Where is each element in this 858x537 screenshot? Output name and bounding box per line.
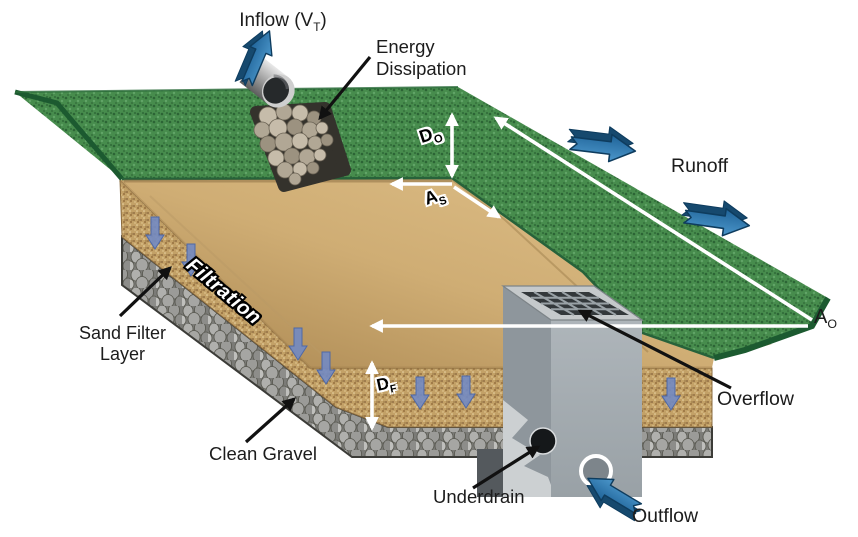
clean-gravel-leader-arrow bbox=[244, 397, 297, 444]
area-ao-label: AO bbox=[814, 306, 837, 331]
grass-surface bbox=[14, 86, 831, 361]
outflow-label: Outflow bbox=[632, 505, 699, 527]
clean-gravel-label: Clean Gravel bbox=[209, 443, 317, 464]
overflow-grate-icon bbox=[521, 291, 629, 316]
underdrain-leader-arrow bbox=[472, 445, 541, 490]
underdrain-label: Underdrain bbox=[433, 486, 525, 507]
leader-arrows bbox=[118, 55, 732, 490]
inflow-label: Inflow (VT) bbox=[239, 10, 327, 34]
ao-slope-arrow bbox=[493, 116, 813, 322]
energy-dissipation-label: Energy Dissipation bbox=[376, 36, 467, 79]
grass-left-edge bbox=[14, 89, 124, 181]
overflow-leader-arrow bbox=[577, 309, 732, 390]
as-diagonal-arrow bbox=[453, 185, 502, 219]
energy-dissipation-leader-arrow bbox=[318, 55, 372, 121]
sand-filter-layer-label: Sand Filter Layer bbox=[78, 323, 167, 365]
overflow-label: Overflow bbox=[717, 388, 794, 410]
structure-front-face bbox=[551, 320, 642, 497]
grass-right-edge bbox=[713, 296, 831, 361]
energy-dissipation-rocks bbox=[250, 102, 351, 192]
overflow-structure bbox=[477, 285, 644, 497]
runoff-label: Runoff bbox=[671, 155, 729, 177]
sand-filter-leader-arrow bbox=[118, 266, 172, 318]
measurement-arrows bbox=[365, 112, 813, 431]
